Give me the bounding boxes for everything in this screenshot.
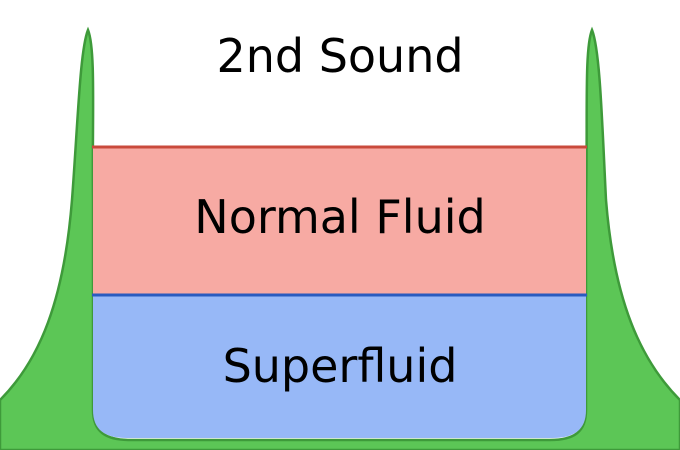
second-sound-label: 2nd Sound (216, 29, 463, 83)
superfluid-layer (93, 295, 586, 438)
superfluid-label: Superfluid (223, 339, 458, 393)
normal-fluid-label: Normal Fluid (194, 190, 485, 244)
normal-fluid-layer (93, 147, 586, 295)
container-shape (0, 26, 680, 450)
